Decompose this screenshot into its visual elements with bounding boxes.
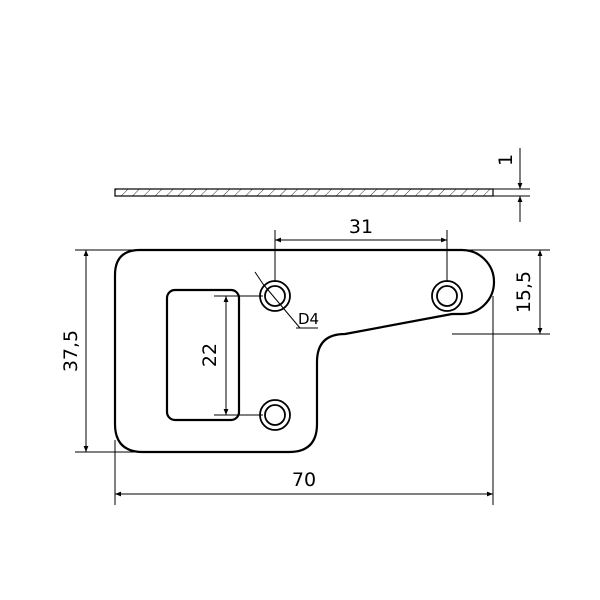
hole-top-left-inner [264,285,286,307]
side-view: 1 [114,148,530,222]
slot-height-value: 22 [199,343,221,367]
plate-outline [113,248,496,454]
hole-top-right [431,280,463,312]
hole-bottom-inner [264,404,286,426]
hole-spacing-value: 31 [349,216,373,238]
tab-height-value: 15,5 [513,271,535,313]
side-view-plate [114,188,494,197]
hole-top-right-inner [436,285,458,307]
dimension-tab-height: 15,5 [452,249,550,335]
plan-view: D4 [113,248,496,454]
total-height-value: 37,5 [60,330,82,372]
dimension-total-width: 70 [114,296,494,505]
hole-leader [262,283,301,329]
slot-cutout [165,288,241,422]
total-width-value: 70 [292,469,316,491]
dimension-total-height: 37,5 [60,249,143,453]
thickness-dimension: 1 [495,154,517,166]
hole-diameter-label: D4 [298,310,319,328]
hole-bottom [259,399,291,431]
hole-leader-tail [254,271,264,285]
dimension-slot-height: 22 [199,295,263,416]
dimension-hole-spacing: 31 [274,216,448,282]
